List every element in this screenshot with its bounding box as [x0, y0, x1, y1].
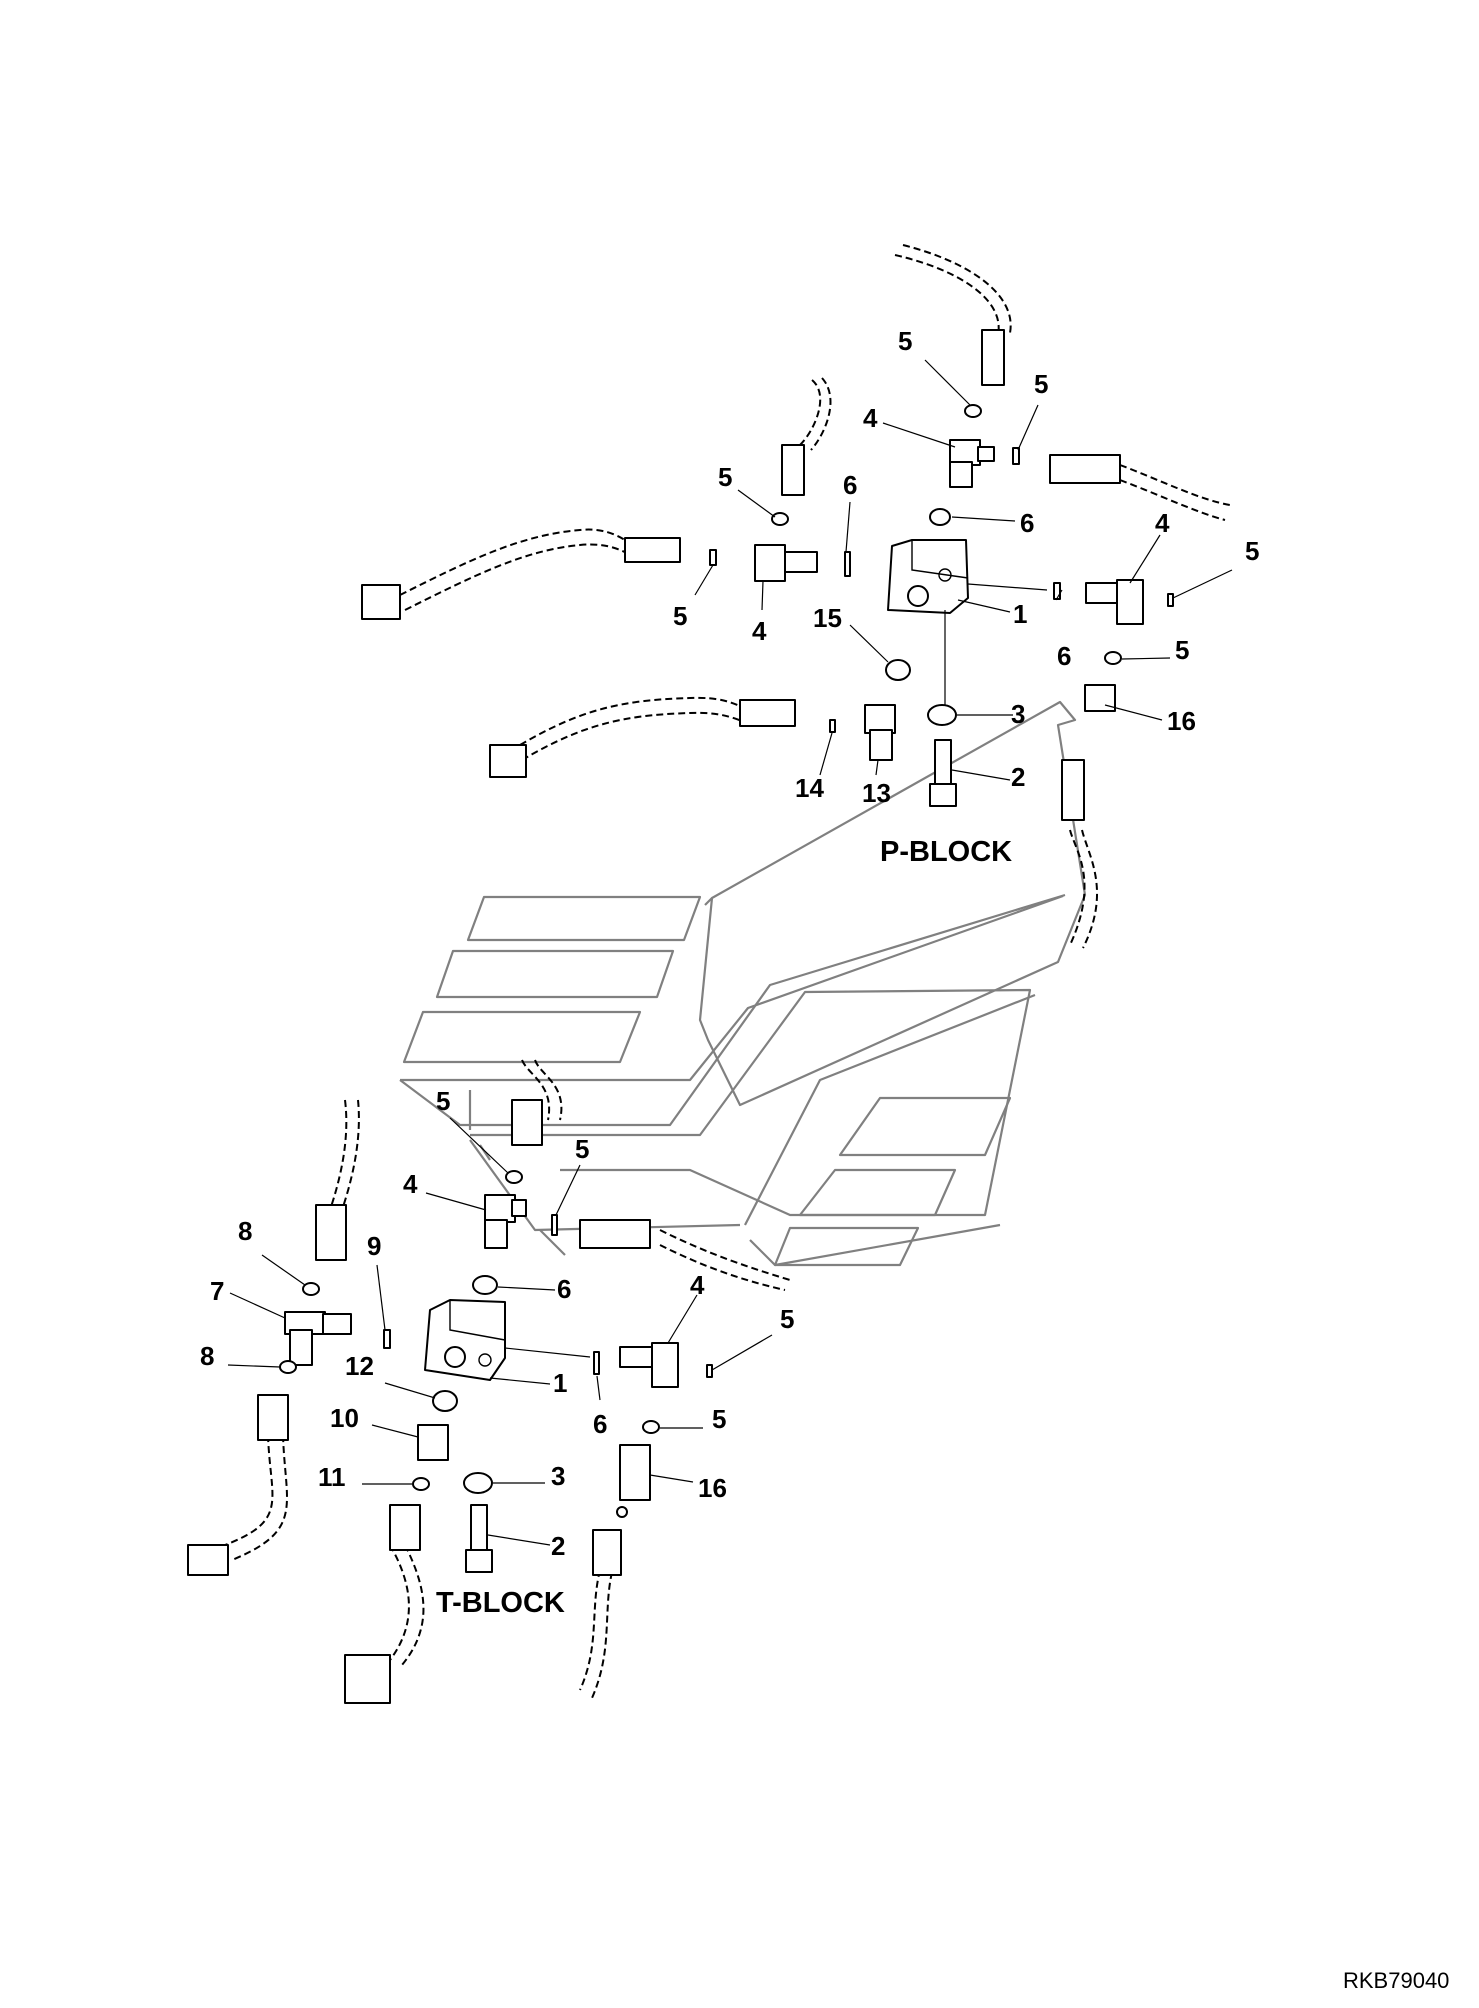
callout-p-4b: 4 [1155, 508, 1170, 538]
leader-lines [227, 359, 1233, 1546]
callout-t-5c: 5 [780, 1304, 794, 1334]
callout-t-5b: 5 [575, 1134, 589, 1164]
callout-numbers: 5 5 4 6 5 6 4 5 1 15 5 6 5 4 3 16 14 13 … [200, 326, 1259, 1561]
callout-t-3: 3 [551, 1461, 565, 1491]
callout-p-14: 14 [795, 773, 824, 803]
callout-p-5a: 5 [898, 326, 912, 356]
callout-t-6a: 6 [557, 1274, 571, 1304]
t-block-title: T-BLOCK [436, 1587, 565, 1619]
callout-p-5f: 5 [1175, 635, 1189, 665]
callout-p-4c: 4 [752, 616, 767, 646]
callout-p-2: 2 [1011, 762, 1025, 792]
callout-p-6a: 6 [1020, 508, 1034, 538]
callout-p-6b: 6 [843, 470, 857, 500]
callout-p-13: 13 [862, 778, 891, 808]
callout-p-15: 15 [813, 603, 842, 633]
callout-p-1: 1 [1013, 599, 1027, 629]
callout-t-8b: 8 [200, 1341, 214, 1371]
callout-t-2: 2 [551, 1531, 565, 1561]
callout-t-9: 9 [367, 1231, 381, 1261]
reference-code: RKB79040 [1343, 1968, 1449, 1993]
callout-t-8a: 8 [238, 1216, 252, 1246]
callout-t-5d: 5 [712, 1404, 726, 1434]
p-block-title: P-BLOCK [880, 836, 1012, 868]
callout-p-3: 3 [1011, 699, 1025, 729]
callout-t-16: 16 [698, 1473, 727, 1503]
callout-t-4a: 4 [403, 1169, 418, 1199]
callout-t-5a: 5 [436, 1086, 450, 1116]
callout-p-5d: 5 [1245, 536, 1259, 566]
callout-p-5b: 5 [1034, 369, 1048, 399]
callout-t-1: 1 [553, 1368, 567, 1398]
callout-t-4b: 4 [690, 1270, 705, 1300]
hoses [224, 244, 1231, 1699]
t-block-parts [187, 1099, 713, 1704]
callout-t-11: 11 [318, 1462, 346, 1492]
callout-p-5c: 5 [718, 462, 732, 492]
callout-p-5e: 5 [673, 601, 687, 631]
callout-t-6b: 6 [593, 1409, 607, 1439]
callout-t-10: 10 [330, 1403, 359, 1433]
tank-outline [399, 700, 1087, 1267]
callout-p-6c: 6 [1057, 641, 1071, 671]
callout-p-16: 16 [1167, 706, 1196, 736]
p-block-parts [361, 329, 1174, 821]
callout-t-7: 7 [210, 1276, 224, 1306]
callout-p-4a: 4 [863, 403, 878, 433]
callout-t-12: 12 [345, 1351, 374, 1381]
